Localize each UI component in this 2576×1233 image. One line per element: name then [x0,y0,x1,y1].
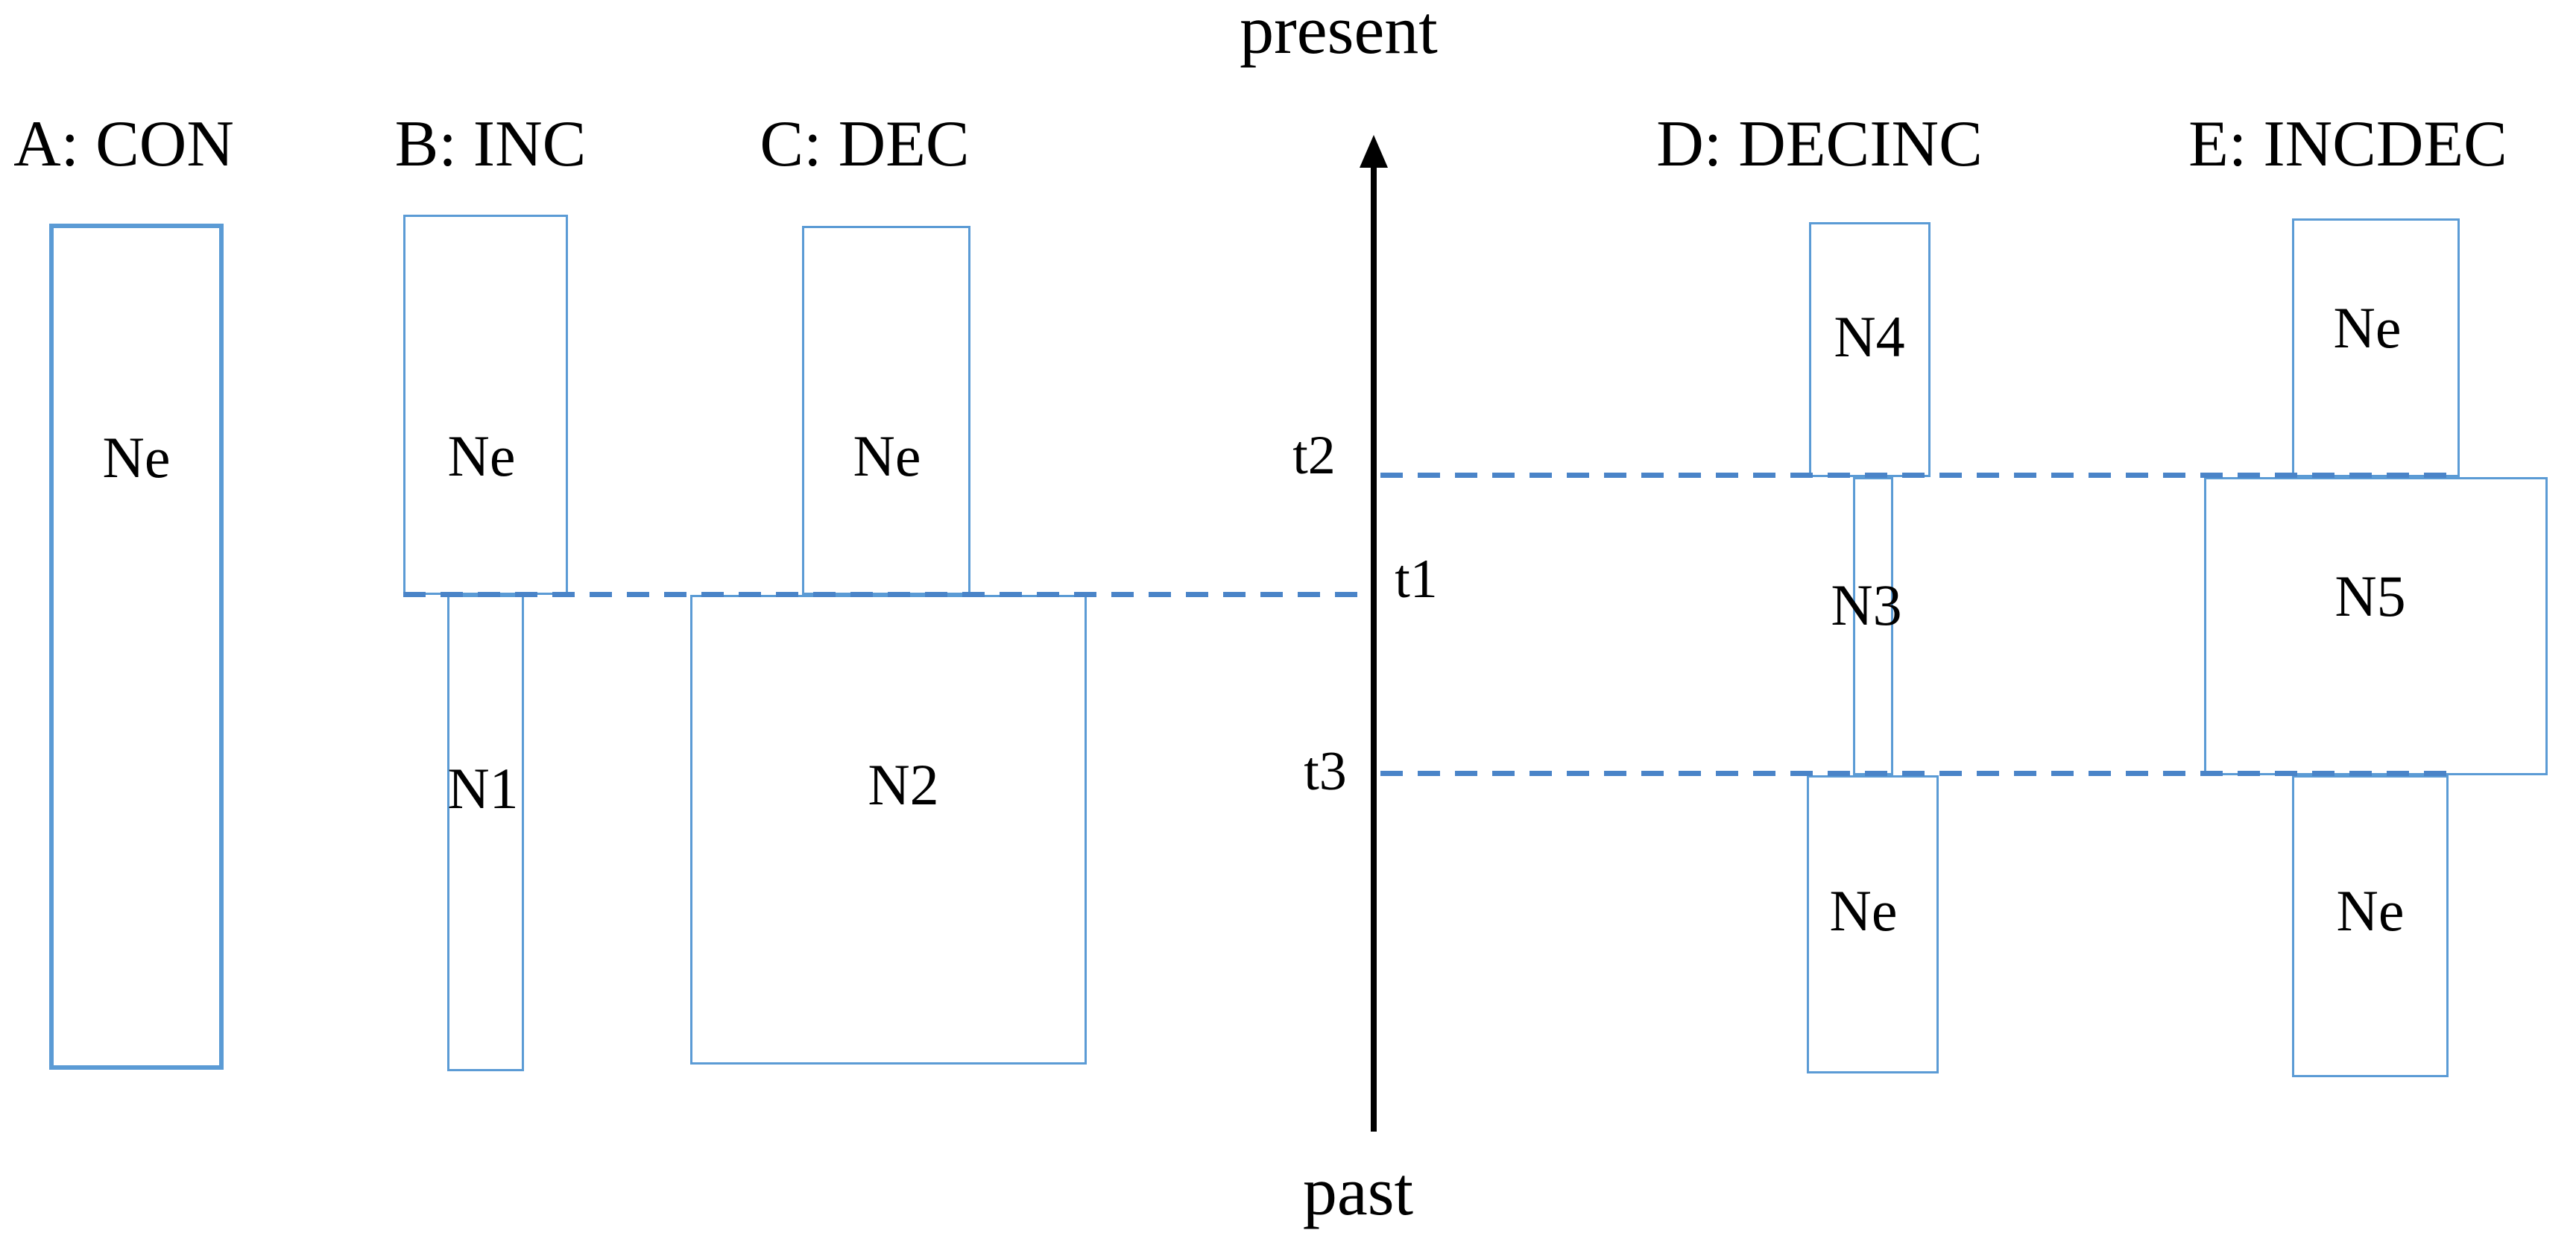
t2-dashed-line [1380,473,2460,478]
tick-label-t2: t2 [1292,425,1336,486]
model-b-n1-label: N1 [447,756,519,821]
axis-present-label: present [1240,0,1438,68]
tick-label-t3: t3 [1304,741,1347,802]
model-d-ne-label: Ne [1829,878,1898,943]
time-axis-arrowhead-icon [1360,135,1388,168]
model-a-title: A: CON [13,108,234,180]
model-c-title: C: DEC [760,108,970,180]
model-e-n5-label: N5 [2334,564,2406,628]
model-a-ne-label: Ne [102,425,171,490]
time-axis-line [1371,153,1377,1132]
model-e-ne-ancient-box [2292,775,2449,1077]
tick-label-t1: t1 [1395,549,1438,610]
model-b-n1-box [447,595,524,1071]
axis-past-label: past [1302,1153,1414,1229]
model-b-ne-box [403,215,568,595]
t1-dashed-line [403,592,1371,597]
model-d-title: D: DECINC [1656,108,1983,180]
model-e-ne-recent-box [2292,218,2460,477]
model-c-ne-box [802,226,970,595]
model-d-n4-box [1809,222,1931,477]
model-d-n4-label: N4 [1834,304,1905,369]
t3-dashed-line [1380,771,2449,776]
model-d-n3-box [1853,477,1893,775]
model-c-n2-box [690,595,1087,1065]
model-b-ne-label: Ne [447,423,516,488]
model-c-ne-label: Ne [853,423,921,488]
model-b-title: B: INC [394,108,587,180]
model-e-ne-recent-label: Ne [2333,295,2402,360]
model-e-n5-box [2204,477,2548,775]
model-c-n2-label: N2 [868,752,939,817]
model-d-n3-label: N3 [1831,573,1902,637]
model-e-title: E: INCDEC [2188,108,2507,180]
model-d-ne-box [1807,775,1939,1073]
model-a-ne-box [49,224,224,1070]
model-e-ne-ancient-label: Ne [2336,878,2405,943]
